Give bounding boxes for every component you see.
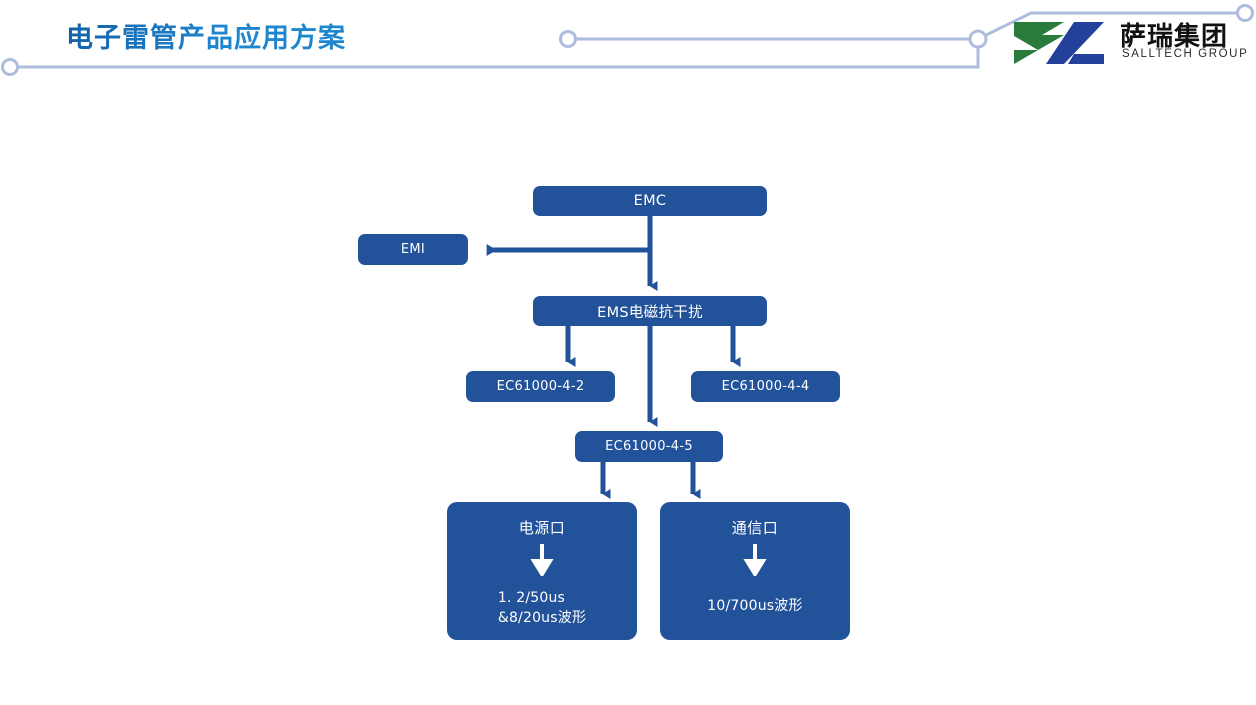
leaf-comm-port-line1: 10/700us波形 (707, 598, 803, 614)
edge-emc-to-emi (486, 216, 653, 256)
decoration-node-middle (559, 30, 577, 48)
brand-name-en: SALLTECH GROUP (1122, 48, 1249, 60)
node-emc-label: EMC (633, 193, 667, 209)
leaf-power-port-line2: &8/20us波形 (497, 610, 587, 626)
down-arrow-icon (530, 544, 554, 576)
decoration-node-junction (968, 29, 988, 49)
down-arrow-icon (743, 544, 767, 576)
decoration-node-right (1236, 4, 1254, 22)
node-emc[interactable]: EMC (533, 186, 767, 216)
leaf-comm-port-title: 通信口 (731, 519, 779, 537)
leaf-power-port-body: 1. 2/50us &8/20us波形 (498, 588, 586, 628)
brand-name-cn: 萨瑞集团 (1120, 22, 1229, 52)
leaf-comm-port[interactable]: 通信口 10/700us波形 (660, 502, 850, 640)
node-ec61000-4-5[interactable]: EC61000-4-5 (575, 431, 723, 462)
header-decoration-lines (1, 4, 1254, 76)
leaf-power-port[interactable]: 电源口 1. 2/50us &8/20us波形 (447, 502, 637, 640)
node-ec61000-4-2[interactable]: EC61000-4-2 (466, 371, 615, 402)
salltech-logo-icon (1014, 22, 1104, 64)
leaf-power-port-title: 电源口 (518, 519, 566, 537)
node-ec61000-4-4-label: EC61000-4-4 (721, 379, 810, 394)
node-ems[interactable]: EMS电磁抗干扰 (533, 296, 767, 326)
node-ec61000-4-2-label: EC61000-4-2 (496, 379, 585, 394)
leaf-comm-port-body: 10/700us波形 (707, 596, 802, 616)
node-emi-label: EMI (400, 242, 426, 257)
slide-header: 电子雷管产品应用方案 萨瑞集团 SALLTECH GROUP (0, 0, 1256, 92)
node-ems-label: EMS电磁抗干扰 (597, 304, 703, 321)
node-emi[interactable]: EMI (358, 234, 468, 265)
decoration-node-left (1, 58, 19, 76)
brand-logo: 萨瑞集团 SALLTECH GROUP (1012, 16, 1247, 68)
node-ec61000-4-5-label: EC61000-4-5 (605, 439, 693, 454)
leaf-power-port-line1: 1. 2/50us (497, 590, 566, 606)
node-ec61000-4-4[interactable]: EC61000-4-4 (691, 371, 840, 402)
page-title: 电子雷管产品应用方案 (66, 16, 346, 55)
